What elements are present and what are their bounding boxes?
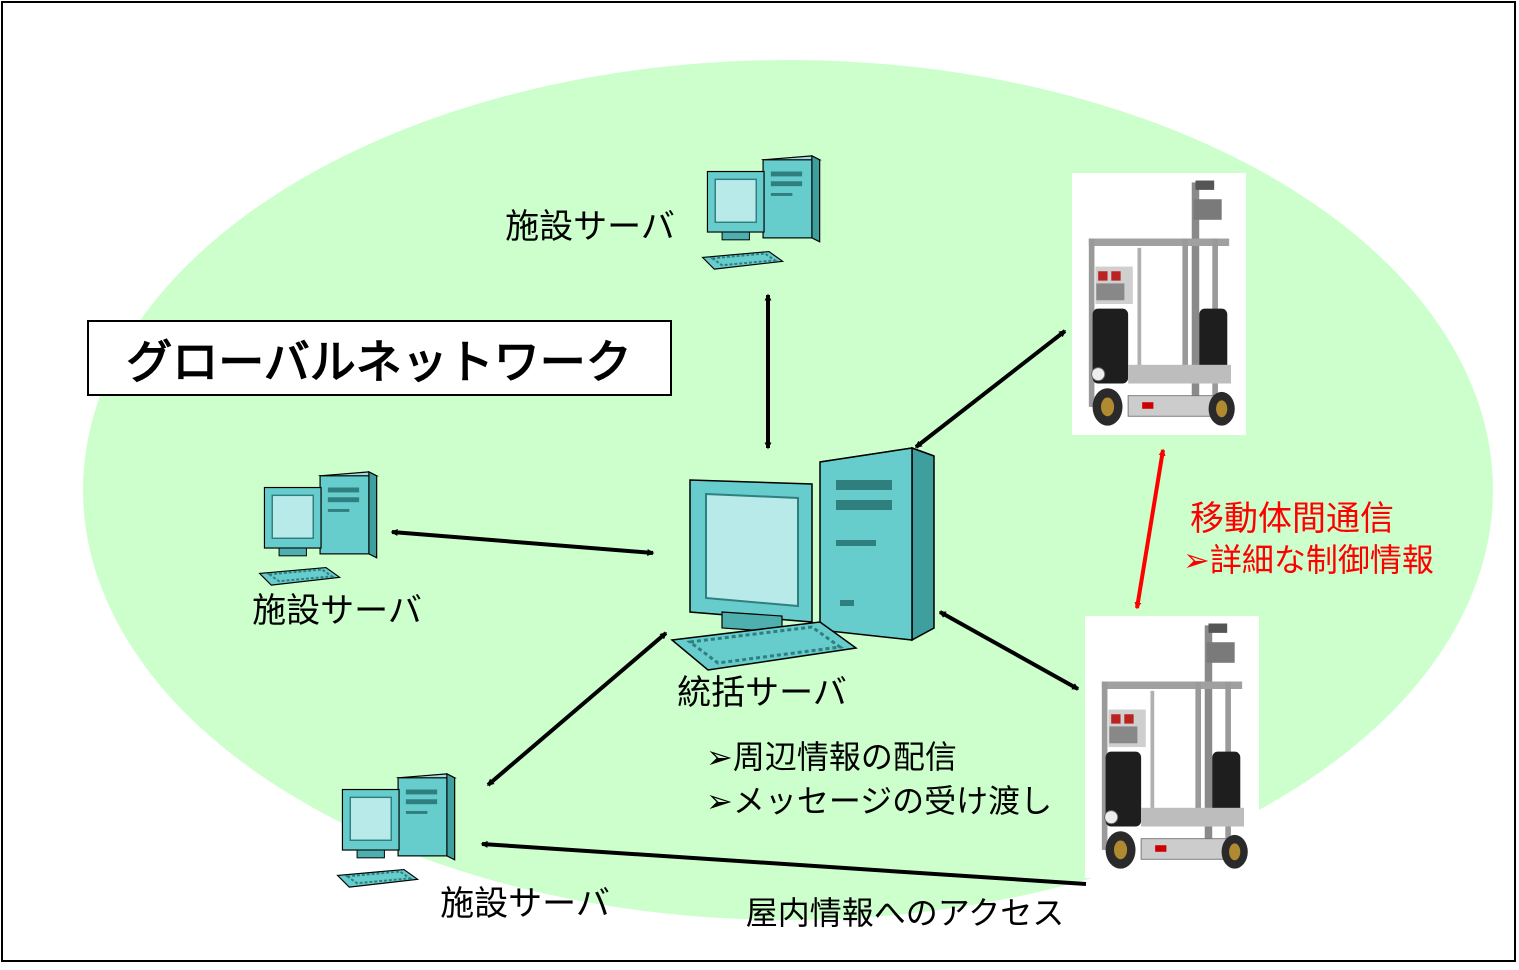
robot-top (1072, 172, 1246, 436)
robot-bottom (1085, 615, 1259, 879)
arrow-left-facility (390, 528, 655, 557)
facility-server-label: 施設サーバ (252, 591, 422, 631)
facility-server-bottom: 施設サーバ (336, 772, 610, 924)
central-feature-item: ➢メッセージの受け渡し (706, 782, 1052, 820)
facility-server-left: 施設サーバ (252, 470, 422, 631)
arrow-inter-robot (1134, 448, 1166, 610)
computer-icon (670, 446, 935, 671)
arrow-indoor-access (480, 840, 1087, 886)
inter-robot-title: 移動体間通信 (1190, 499, 1394, 539)
facility-server-label: 施設サーバ (440, 884, 610, 924)
arrow-robot-top (914, 329, 1067, 449)
facility-server-top: 施設サーバ (505, 154, 821, 271)
arrow-robot-bottom (938, 610, 1080, 691)
inter-robot-detail: ➢詳細な制御情報 (1183, 541, 1434, 579)
central-server-label: 統括サーバ (677, 673, 847, 713)
central-server: 統括サーバ ➢周辺情報の配信 ➢メッセージの受け渡し (670, 446, 1052, 820)
network-title: グローバルネットワーク (126, 335, 632, 389)
title-box: グローバルネットワーク (87, 320, 672, 396)
arrow-bottom-facility (486, 631, 668, 787)
indoor-access-label: 屋内情報へのアクセス (746, 894, 1064, 932)
central-feature-item: ➢周辺情報の配信 (706, 738, 957, 776)
facility-server-label: 施設サーバ (505, 207, 675, 247)
